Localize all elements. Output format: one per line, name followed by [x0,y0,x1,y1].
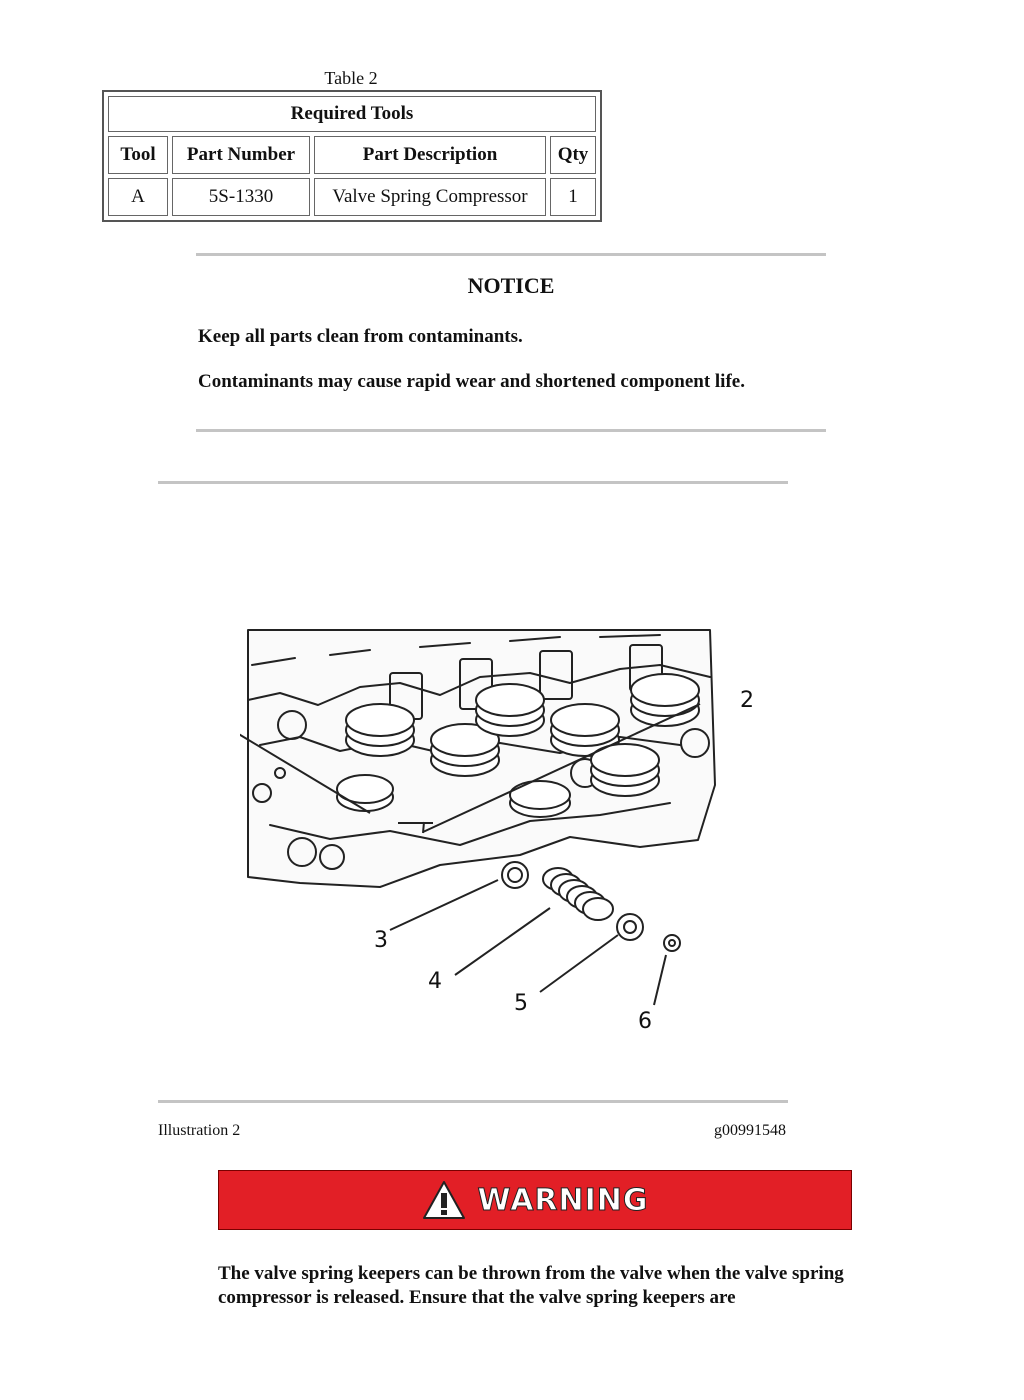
table-caption: Table 2 [324,68,378,88]
callout-5: 5 [514,991,528,1016]
callout-6: 6 [638,1009,652,1034]
column-header-part-number: Part Number [172,136,310,174]
exploded-valve-parts [501,861,681,952]
notice-line-1: Keep all parts clean from contaminants. [198,326,523,347]
cell-qty: 1 [550,178,596,216]
warning-banner: WARNING [218,1170,852,1230]
illustration-bottom-divider [158,1100,788,1103]
cylinder-head-valve-illustration: 1 2 3 4 5 6 [240,629,754,1034]
warning-body-text: The valve spring keepers can be thrown f… [218,1263,844,1308]
table-title: Required Tools [108,96,596,132]
illustration-id: g00991548 [714,1122,786,1139]
callout-labels: 1 2 3 4 5 6 [374,688,754,1034]
warning-triangle-icon [423,1181,466,1219]
column-header-tool: Tool [108,136,168,174]
table-row: A 5S-1330 Valve Spring Compressor 1 [108,178,596,216]
notice-title: NOTICE [467,273,555,298]
cell-part-number: 5S-1330 [172,178,310,216]
required-tools-table: Required Tools Tool Part Number Part Des… [102,90,602,222]
column-header-part-description: Part Description [314,136,546,174]
callout-4: 4 [428,969,442,994]
cell-tool: A [108,178,168,216]
callout-2: 2 [740,688,754,713]
notice-bottom-divider [196,429,826,432]
notice-top-divider [196,253,826,256]
callout-leader-lines [240,703,701,1006]
callout-3: 3 [374,928,388,953]
notice-line-2: Contaminants may cause rapid wear and sh… [198,371,745,392]
column-header-qty: Qty [550,136,596,174]
illustration-caption: Illustration 2 [158,1122,241,1139]
valve-springs-installed [336,673,700,818]
illustration-top-divider [158,481,788,484]
cell-part-description: Valve Spring Compressor [314,178,546,216]
warning-label: WARNING [477,1182,649,1218]
